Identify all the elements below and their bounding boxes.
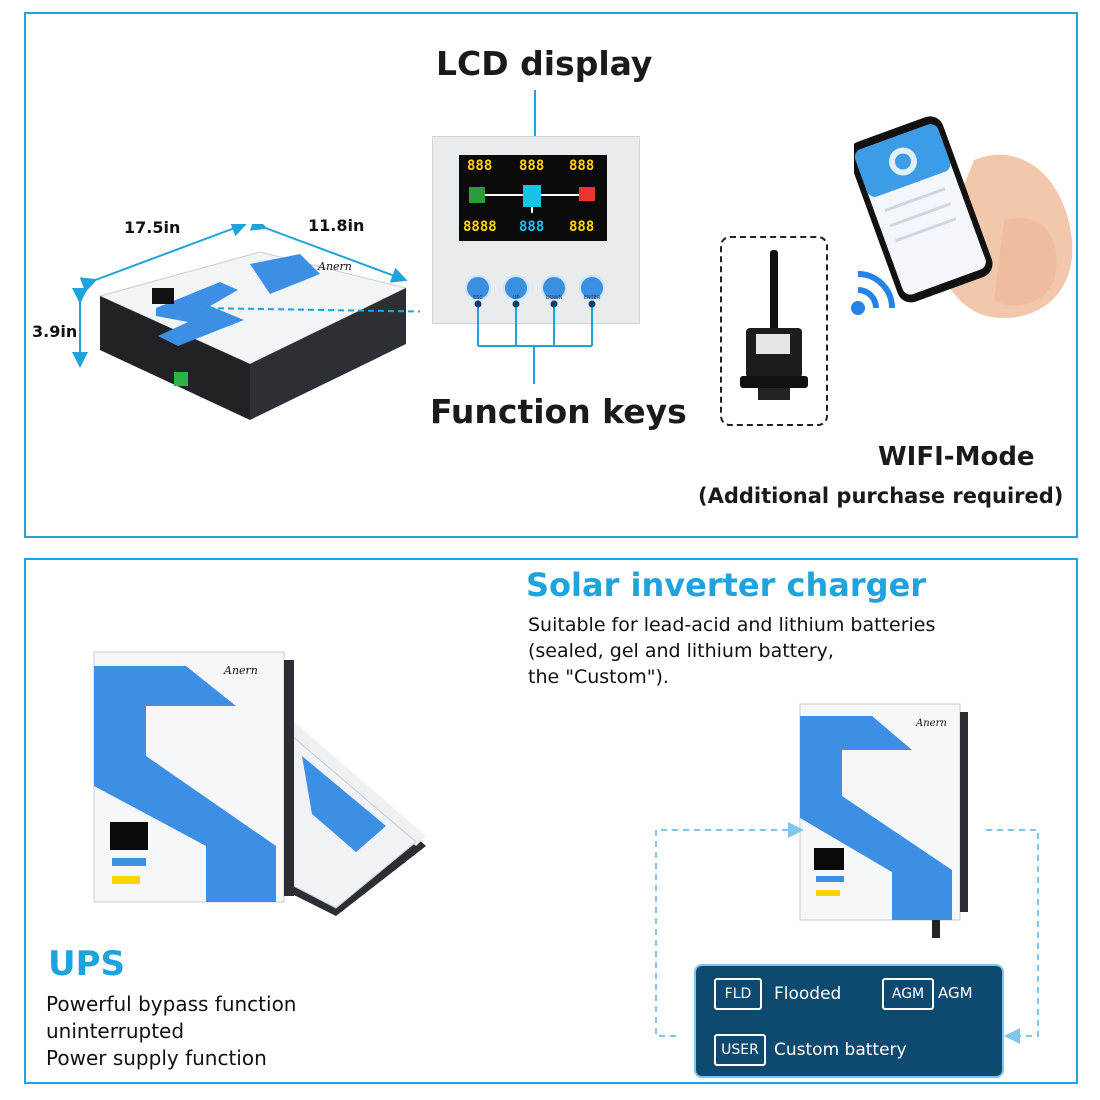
charge-cycle-arrows bbox=[655, 822, 1039, 1044]
lcd-display-title: LCD display bbox=[436, 44, 653, 83]
fld-battery-icon: FLD bbox=[714, 978, 762, 1010]
agm-battery-icon: AGM bbox=[882, 978, 934, 1010]
solar-desc-line-1: Suitable for lead-acid and lithium batte… bbox=[528, 614, 936, 636]
enter-key-label: ENTER bbox=[583, 295, 601, 301]
down-key[interactable] bbox=[541, 275, 567, 301]
lcd-readout-3: 888 bbox=[569, 158, 595, 174]
lcd-readout-5: 888 bbox=[519, 219, 545, 235]
function-keys-title: Function keys bbox=[430, 392, 687, 431]
inverter-right-image bbox=[799, 703, 968, 938]
battery-types-box: FLD Flooded AGM AGM USER Custom battery bbox=[694, 964, 1004, 1078]
lcd-panel: 888 888 888 8888 888 888 ESC UP bbox=[432, 136, 640, 324]
lcd-readout-2: 888 bbox=[519, 158, 545, 174]
inverter-right-brand: Anern bbox=[916, 718, 947, 729]
user-battery-icon: USER bbox=[714, 1034, 766, 1066]
esc-key[interactable] bbox=[465, 275, 491, 301]
up-key[interactable] bbox=[503, 275, 529, 301]
bottom-panel: Solar inverter charger Suitable for lead… bbox=[24, 558, 1078, 1084]
ups-desc-line-3: Power supply function bbox=[46, 1046, 267, 1070]
lcd-screen: 888 888 888 8888 888 888 bbox=[459, 155, 607, 241]
solar-desc-line-2: (sealed, gel and lithium battery, bbox=[528, 640, 834, 662]
wifi-signal-icon bbox=[851, 271, 895, 315]
wifi-dongle-icon bbox=[740, 250, 808, 400]
wifi-dongle-box bbox=[720, 236, 828, 426]
solar-title: Solar inverter charger bbox=[526, 566, 927, 604]
esc-key-label: ESC bbox=[473, 295, 483, 301]
lcd-readout-6: 888 bbox=[569, 219, 595, 235]
lcd-flow-diagram bbox=[467, 181, 599, 213]
lcd-readout-1: 888 bbox=[467, 158, 493, 174]
up-key-label: UP bbox=[512, 295, 520, 301]
agm-label: AGM bbox=[938, 984, 973, 1002]
solar-desc-line-3: the "Custom"). bbox=[528, 666, 669, 688]
lcd-pointer-line bbox=[534, 90, 536, 178]
wifi-mode-title: WIFI-Mode bbox=[878, 442, 1035, 472]
phone-in-hand bbox=[854, 116, 1073, 318]
wifi-mode-note: (Additional purchase required) bbox=[698, 484, 1064, 508]
ups-desc-line-1: Powerful bypass function bbox=[46, 992, 297, 1016]
flooded-label: Flooded bbox=[774, 984, 842, 1004]
custom-battery-label: Custom battery bbox=[774, 1040, 907, 1060]
ups-desc-line-2: uninterrupted bbox=[46, 1019, 185, 1043]
dimension-height: 3.9in bbox=[32, 322, 78, 341]
enter-key[interactable] bbox=[579, 275, 605, 301]
inverter-left-brand: Anern bbox=[224, 664, 258, 677]
inverter-pair-image bbox=[93, 651, 426, 916]
function-keys-bracket bbox=[474, 300, 596, 384]
down-key-label: DOWN bbox=[545, 295, 563, 301]
lcd-readout-4: 8888 bbox=[463, 219, 497, 235]
inverter-top-view bbox=[72, 224, 420, 420]
inverter-top-brand: Anern bbox=[318, 260, 352, 273]
ups-title: UPS bbox=[48, 944, 126, 984]
top-panel: LCD display 888 888 888 8888 888 888 bbox=[24, 12, 1078, 538]
